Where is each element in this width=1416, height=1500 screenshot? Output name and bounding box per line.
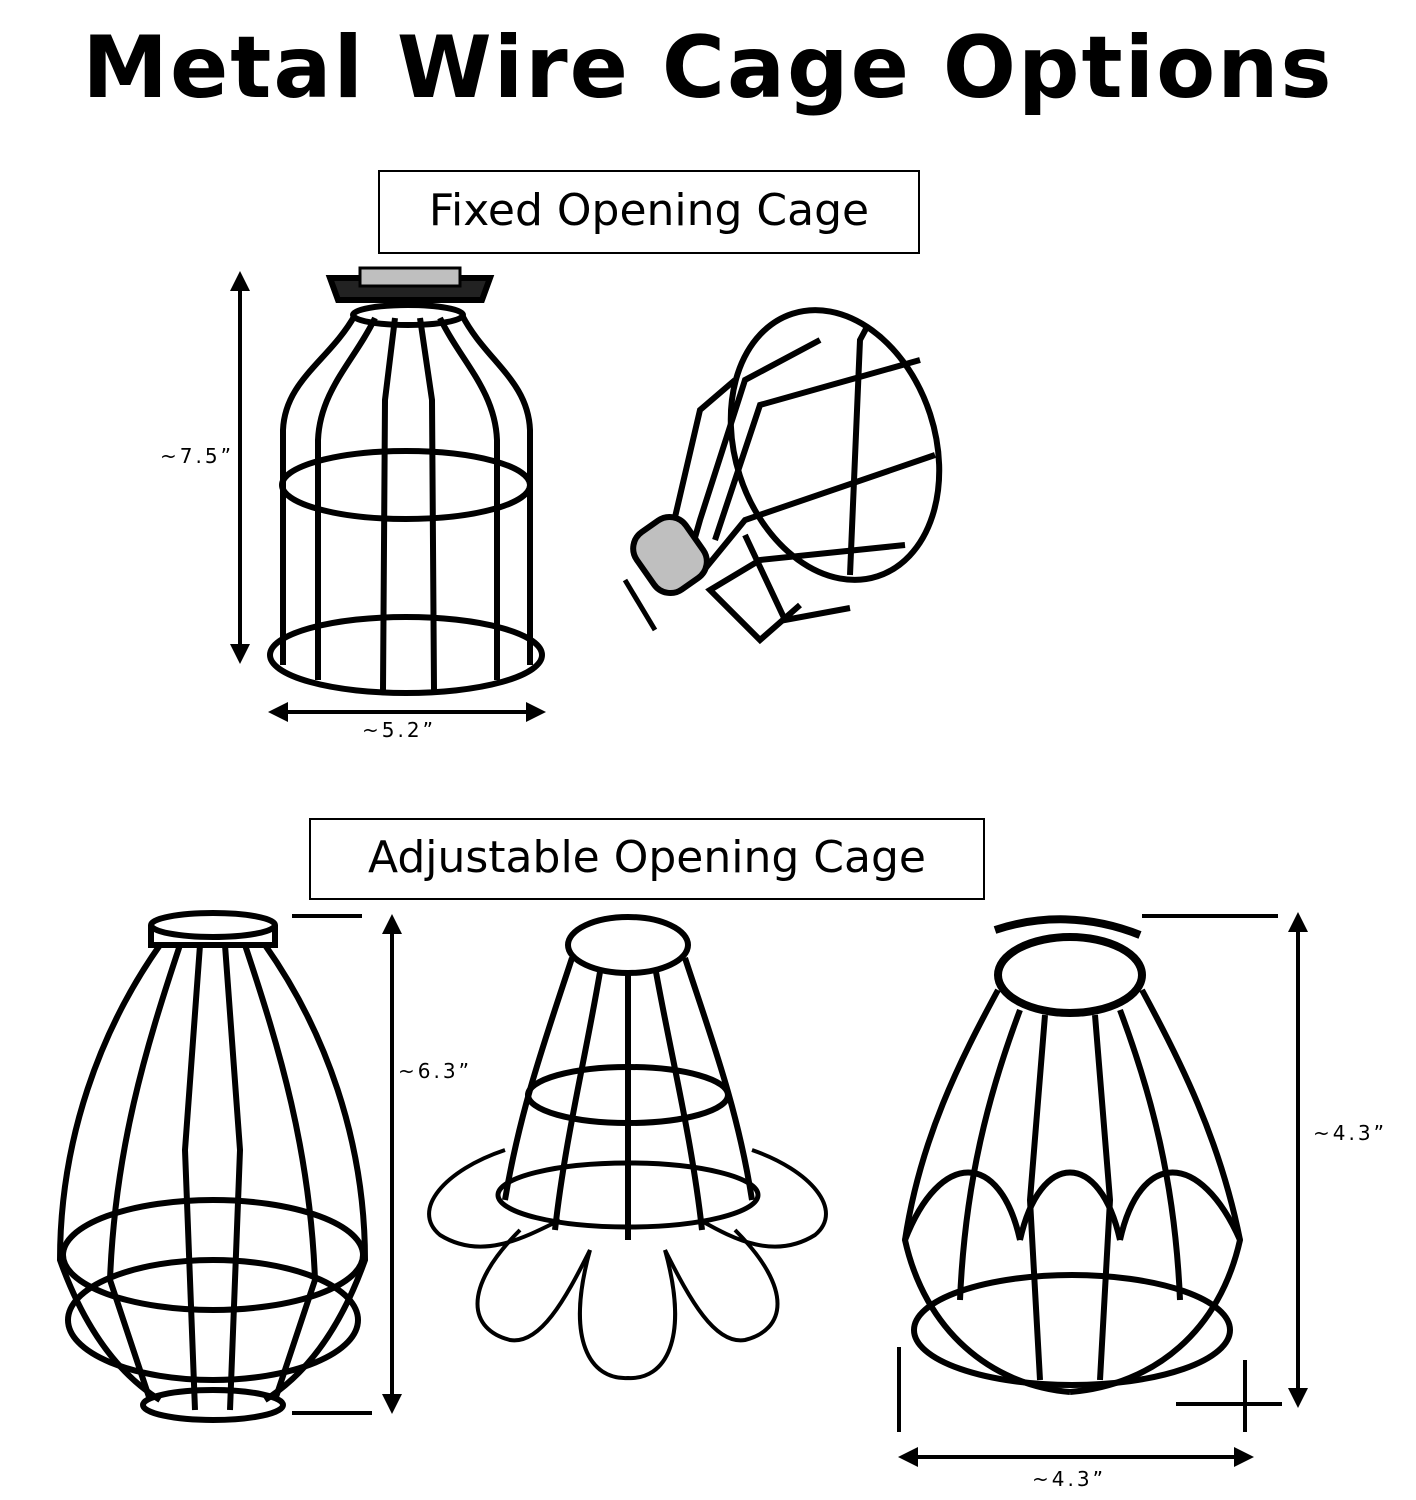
fixed-cage-upright-image [267, 266, 545, 696]
fixed-width-label: ~5.2” [362, 718, 436, 742]
adjustable-height-label: ~6.3” [398, 1059, 472, 1083]
adjustable-side-label: ~4.3” [1313, 1121, 1387, 1145]
page-title: Metal Wire Cage Options [82, 18, 1334, 118]
adjustable-width-label: ~4.3” [1032, 1467, 1106, 1491]
fixed-cage-label: Fixed Opening Cage [378, 170, 920, 254]
adjustable-cage-lantern-image [56, 910, 369, 1423]
fixed-height-label: ~7.5” [160, 444, 234, 468]
adjustable-cage-label: Adjustable Opening Cage [309, 818, 985, 900]
adjustable-cage-label-text: Adjustable Opening Cage [368, 832, 926, 883]
fixed-cage-label-text: Fixed Opening Cage [428, 185, 870, 236]
adjustable-cage-tulip-image [901, 915, 1244, 1395]
fixed-cage-tilted-image [622, 307, 943, 645]
adjustable-cage-petal-image [427, 914, 828, 1381]
